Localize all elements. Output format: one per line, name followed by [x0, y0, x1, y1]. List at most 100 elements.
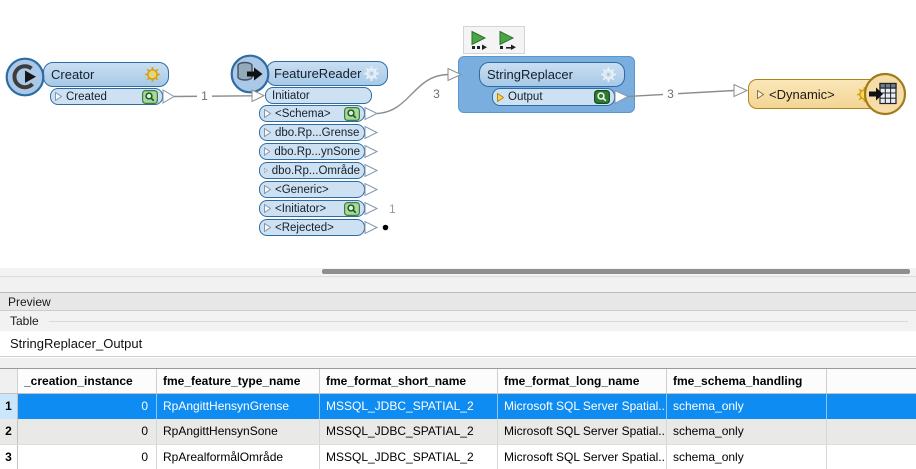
inspect-magnifier-icon[interactable] [142, 89, 158, 104]
preview-panel-header: Preview [0, 293, 916, 311]
workflow-canvas[interactable]: Creator Created [0, 0, 916, 268]
table-cell[interactable]: 0 [18, 445, 157, 469]
table-cell[interactable]: schema_only [667, 419, 827, 444]
row-number[interactable]: 1 [0, 394, 18, 419]
inspect-magnifier-icon[interactable] [344, 201, 360, 216]
port-label: dbo.Rp...ynSone [274, 145, 360, 158]
gear-icon[interactable] [363, 65, 380, 82]
stringreplacer-node[interactable]: StringReplacer [479, 62, 625, 87]
output-nub[interactable] [364, 220, 379, 235]
scrollbar-thumb[interactable] [322, 269, 910, 274]
port-label: <Generic> [275, 183, 329, 196]
horizontal-scrollbar[interactable] [0, 268, 916, 277]
gear-icon[interactable] [144, 66, 161, 83]
table-row[interactable]: 1 0 RpAngittHensynGrense MSSQL_JDBC_SPAT… [0, 394, 916, 419]
creator-node[interactable]: Creator [43, 62, 169, 87]
featurereader-port-grense[interactable]: dbo.Rp...Grense [259, 124, 365, 141]
featurereader-badge-icon[interactable] [230, 54, 270, 99]
port-arrow-icon [264, 128, 271, 137]
connection-schema-stringreplacer[interactable] [376, 73, 449, 115]
output-nub[interactable] [364, 163, 379, 178]
label-backplate [197, 88, 212, 103]
table-row[interactable]: 2 0 RpAngittHensynSone MSSQL_JDBC_SPATIA… [0, 419, 916, 445]
port-arrow-icon [264, 223, 271, 232]
table-cell[interactable]: Microsoft SQL Server Spatial... [498, 394, 667, 419]
groupbox-line [48, 320, 908, 322]
dynamic-writer-title: <Dynamic> [769, 86, 835, 102]
label-backplate [429, 86, 444, 101]
output-nub[interactable] [364, 144, 379, 159]
table-cell[interactable]: schema_only [667, 445, 827, 469]
creator-title: Creator [51, 67, 95, 82]
dynamic-writer-node[interactable]: <Dynamic> [748, 79, 882, 109]
port-arrow-icon [264, 147, 271, 156]
table-selector[interactable]: StringReplacer_Output [0, 331, 916, 357]
rejected-terminator-dot [382, 224, 389, 231]
featurereader-port-ynsone[interactable]: dbo.Rp...ynSone [259, 143, 365, 160]
table-cell[interactable]: RpAngittHensynSone [157, 419, 320, 444]
featurereader-node[interactable]: FeatureReader [266, 61, 388, 86]
output-nub[interactable] [364, 125, 379, 140]
featurereader-port-schema[interactable]: <Schema> [259, 105, 365, 122]
featurereader-port-initiator[interactable]: Initiator [265, 87, 372, 104]
creator-port-created[interactable]: Created [50, 88, 163, 105]
table-cell[interactable]: MSSQL_JDBC_SPATIAL_2 [320, 445, 498, 469]
featurereader-port-rejected[interactable]: <Rejected> [259, 219, 365, 236]
stringreplacer-port-output[interactable]: Output [492, 88, 615, 106]
stringreplacer-title: StringReplacer [487, 67, 573, 82]
output-nub[interactable] [162, 89, 175, 104]
row-number[interactable]: 2 [0, 419, 18, 444]
table-row[interactable]: 3 0 RpArealformålOmråde MSSQL_JDBC_SPATI… [0, 445, 916, 469]
panel-spacer [0, 358, 916, 368]
column-header[interactable]: _creation_instance [18, 369, 157, 393]
run-toolbar [463, 26, 525, 54]
table-group-label: Table [10, 314, 39, 328]
row-number-header [0, 369, 18, 393]
table-cell[interactable]: schema_only [667, 394, 827, 419]
connection-output-dynamic[interactable] [627, 89, 735, 98]
table-cell[interactable]: 0 [18, 394, 157, 419]
table-cell[interactable]: 0 [18, 419, 157, 444]
featurereader-port-omrade[interactable]: dbo.Rp...Område [259, 162, 365, 179]
table-cell[interactable]: RpAngittHensynGrense [157, 394, 320, 419]
table-groupbox: Table [0, 311, 916, 331]
table-selector-value: StringReplacer_Output [10, 336, 143, 351]
column-header[interactable]: fme_format_short_name [320, 369, 498, 393]
creator-badge-icon[interactable] [5, 57, 45, 102]
port-label: Output [508, 91, 543, 103]
port-label: <Rejected> [275, 221, 334, 234]
panel-divider[interactable] [0, 277, 916, 293]
table-cell[interactable]: MSSQL_JDBC_SPATIAL_2 [320, 419, 498, 444]
writer-badge-icon[interactable] [863, 72, 907, 121]
table-cell[interactable]: MSSQL_JDBC_SPATIAL_2 [320, 394, 498, 419]
table-cell[interactable]: Microsoft SQL Server Spatial... [498, 419, 667, 444]
port-label: dbo.Rp...Grense [275, 126, 360, 139]
column-header[interactable]: fme_format_long_name [498, 369, 667, 393]
feature-count-label: 3 [667, 87, 674, 101]
run-to-this-button[interactable] [469, 30, 491, 50]
row-number[interactable]: 3 [0, 445, 18, 469]
preview-panel-title: Preview [8, 294, 51, 309]
port-label: <Schema> [275, 107, 331, 120]
port-arrow-icon [757, 89, 764, 99]
feature-count-label: 1 [201, 89, 208, 103]
port-arrow-icon [264, 167, 268, 174]
column-header[interactable]: fme_schema_handling [667, 369, 827, 393]
column-header[interactable]: fme_feature_type_name [157, 369, 320, 393]
run-from-this-button[interactable] [497, 30, 519, 50]
output-nub[interactable] [364, 182, 379, 197]
input-arrowhead [733, 83, 749, 98]
port-label: Initiator [272, 89, 310, 102]
output-nub[interactable] [364, 106, 379, 121]
gear-icon[interactable] [600, 66, 617, 83]
featurereader-port-generic[interactable]: <Generic> [259, 181, 365, 198]
preview-table: _creation_instance fme_feature_type_name… [0, 368, 916, 469]
table-cell[interactable]: RpArealformålOmråde [157, 445, 320, 469]
table-cell[interactable]: Microsoft SQL Server Spatial... [498, 445, 667, 469]
label-backplate [663, 86, 678, 101]
inspect-magnifier-icon[interactable] [344, 106, 360, 121]
inspect-magnifier-active-icon[interactable] [594, 90, 610, 104]
output-nub[interactable] [364, 201, 379, 216]
featurereader-port-initiator-out[interactable]: <Initiator> [259, 200, 365, 217]
